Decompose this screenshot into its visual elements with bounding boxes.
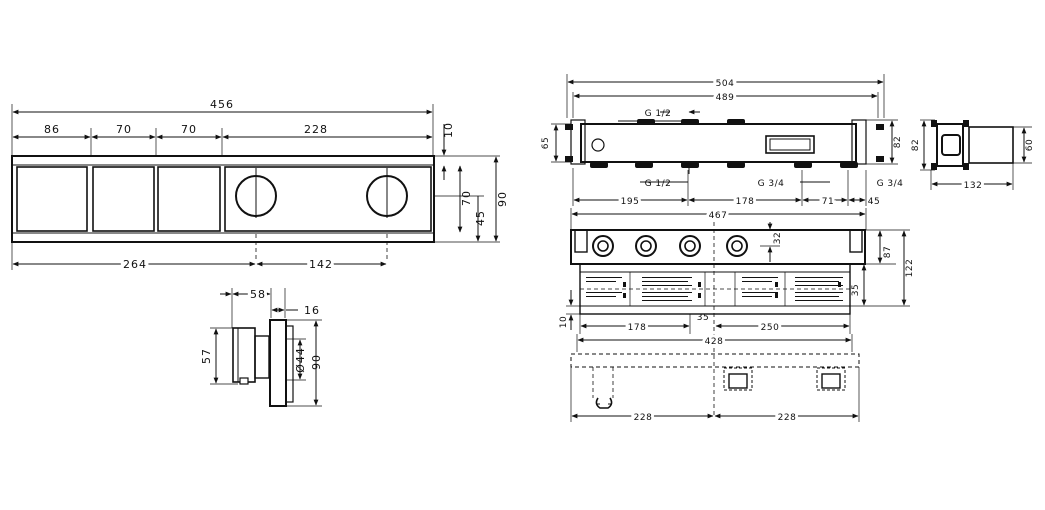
front-view: 456 86 70 70 228 10 70 45 bbox=[11, 98, 509, 274]
box-body-top bbox=[580, 123, 857, 163]
dim-428: 428 bbox=[705, 337, 724, 347]
dim-10: 10 bbox=[442, 122, 455, 138]
label-g12-bottom: G 1/2 bbox=[645, 179, 672, 189]
knob-panel bbox=[224, 166, 432, 232]
dim-228-left: 228 bbox=[634, 413, 653, 423]
box-front-body bbox=[570, 229, 866, 265]
dim-60: 60 bbox=[1025, 139, 1035, 151]
dim-122: 122 bbox=[905, 259, 915, 278]
thermostat-body bbox=[11, 155, 435, 243]
dim-228: 228 bbox=[304, 123, 328, 136]
dim-57: 57 bbox=[200, 348, 213, 364]
box-side-body bbox=[936, 123, 964, 167]
dim-132: 132 bbox=[964, 181, 983, 191]
dim-65: 65 bbox=[541, 137, 551, 149]
box-front-view: 467 32 bbox=[559, 208, 915, 416]
dim-489: 489 bbox=[716, 93, 735, 103]
dim-35-v: 35 bbox=[851, 284, 861, 296]
dim-264: 264 bbox=[123, 258, 147, 271]
dim-45: 45 bbox=[474, 210, 487, 226]
dim-467: 467 bbox=[709, 211, 728, 221]
side-plate bbox=[269, 319, 287, 407]
ports-front bbox=[592, 235, 748, 257]
dim-87: 87 bbox=[883, 246, 893, 258]
plan-outline bbox=[570, 353, 860, 368]
dim-70b: 70 bbox=[181, 123, 197, 136]
dim-178-front: 178 bbox=[628, 323, 647, 333]
template-fine-text bbox=[586, 277, 843, 301]
push-button-2 bbox=[92, 166, 155, 232]
dim-90: 90 bbox=[496, 191, 509, 207]
dim-35-h: 35 bbox=[697, 313, 709, 323]
dim-504: 504 bbox=[716, 79, 735, 89]
dim-250: 250 bbox=[761, 323, 780, 333]
label-g34-mid: G 3/4 bbox=[758, 179, 785, 189]
dim-456: 456 bbox=[210, 98, 234, 111]
box-top-view: 504 489 G 1/2 bbox=[541, 74, 904, 210]
box-side-view: 82 60 132 bbox=[911, 119, 1035, 194]
knob-side bbox=[232, 327, 256, 383]
dim-58: 58 bbox=[250, 288, 266, 301]
dim-82-top: 82 bbox=[893, 136, 903, 148]
dim-142: 142 bbox=[309, 258, 333, 271]
dim-32: 32 bbox=[773, 232, 783, 244]
dim-71: 71 bbox=[822, 197, 834, 207]
label-g12-top: G 1/2 bbox=[645, 109, 672, 119]
dim-70-v: 70 bbox=[460, 190, 473, 206]
dim-82-side: 82 bbox=[911, 139, 921, 151]
dim-178-top: 178 bbox=[736, 197, 755, 207]
side-view: 58 16 57 Ø44 90 bbox=[200, 285, 323, 407]
push-button-3 bbox=[157, 166, 221, 232]
dim-10-front: 10 bbox=[559, 316, 569, 328]
dim-90-side: 90 bbox=[310, 354, 323, 370]
dim-16: 16 bbox=[304, 304, 320, 317]
dim-70a: 70 bbox=[116, 123, 132, 136]
dim-195: 195 bbox=[621, 197, 640, 207]
dim-d44: Ø44 bbox=[294, 347, 307, 373]
box-plan-view: 228 228 bbox=[570, 353, 860, 426]
dim-228-right: 228 bbox=[778, 413, 797, 423]
label-g34-right: G 3/4 bbox=[877, 179, 904, 189]
dim-86: 86 bbox=[44, 123, 60, 136]
push-button-1 bbox=[16, 166, 88, 232]
port-tabs bbox=[590, 119, 858, 168]
dim-45-top: 45 bbox=[868, 197, 880, 207]
